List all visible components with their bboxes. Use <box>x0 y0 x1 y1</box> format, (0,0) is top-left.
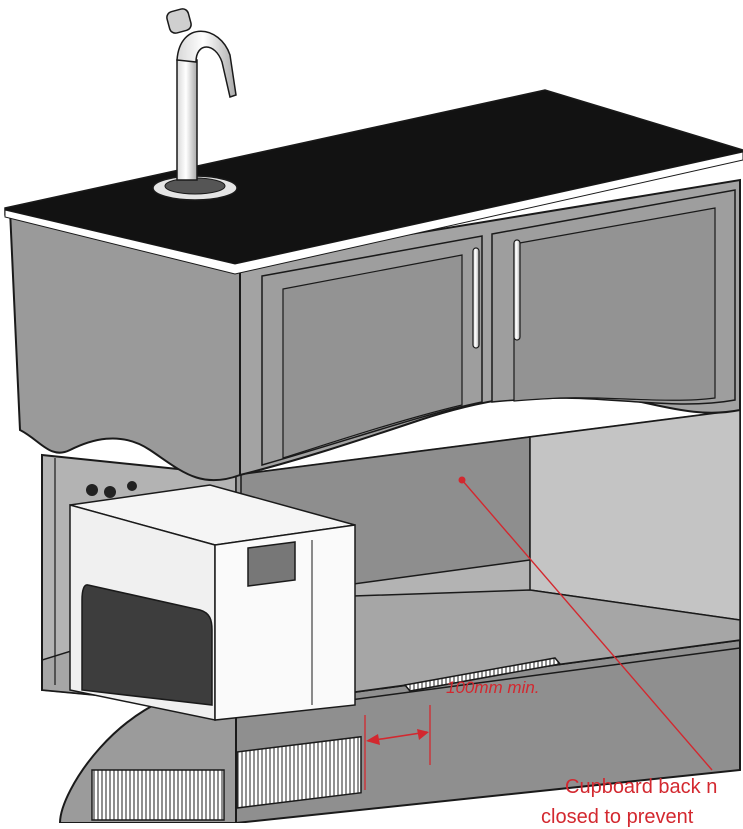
cabinet-front <box>8 178 741 482</box>
clearance-dimension <box>364 705 431 790</box>
worktop <box>4 89 743 275</box>
vent-grille-icon <box>91 657 562 821</box>
cupboard-note-line2: closed to prevent <box>541 806 694 828</box>
boiler-unit-icon <box>69 481 356 721</box>
cupboard-note-line1: Cupboard back n <box>565 776 718 798</box>
clearance-label: 100mm min. <box>446 678 540 697</box>
cupboard-back-leader <box>458 476 713 771</box>
tap-icon <box>152 8 238 201</box>
